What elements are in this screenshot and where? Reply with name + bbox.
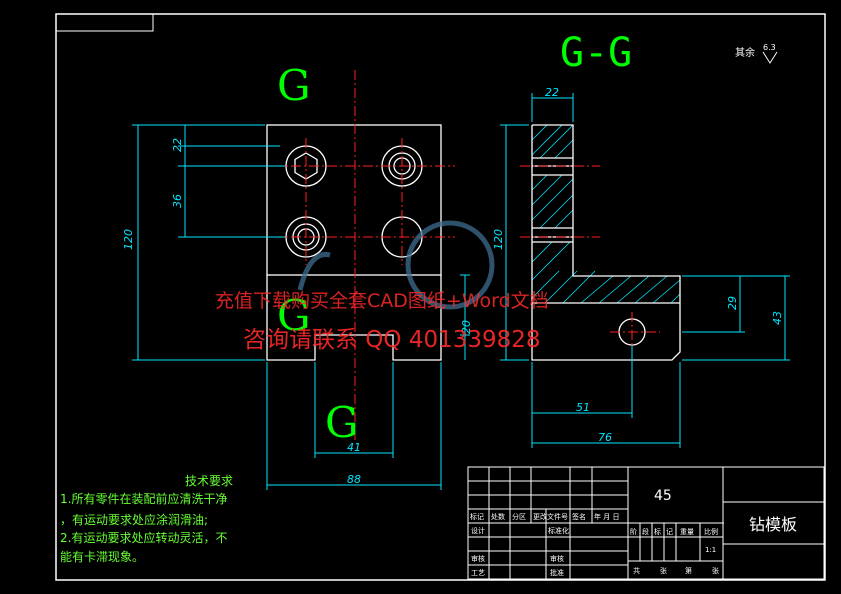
- tb-standard-label: 标准化: [548, 526, 569, 535]
- side-centerlines: [520, 165, 660, 352]
- title-block-lines: [467, 466, 825, 580]
- tb-audit-label: 审核: [550, 554, 564, 563]
- tb-sheet-no: 第: [685, 566, 692, 575]
- surface-finish-icon: [762, 51, 778, 64]
- dim-side-hole-offset: 51: [576, 401, 590, 414]
- side-view-hatch: [531, 124, 681, 304]
- section-mark-bottom: G: [325, 398, 359, 447]
- dim-side-length: 76: [598, 431, 612, 444]
- dim-front-hole-pitch: 36: [171, 194, 184, 208]
- tb-scale-label: 比例: [704, 527, 718, 536]
- tb-sheet-unit2: 张: [712, 566, 719, 575]
- tb-sheet-unit1: 张: [660, 566, 667, 575]
- dim-front-slot-depth: 20: [460, 320, 473, 334]
- section-label-gg: G-G: [560, 30, 632, 76]
- side-dimensions: [500, 93, 790, 448]
- section-mark-mid: G: [277, 291, 311, 340]
- sheet-border: [55, 13, 826, 581]
- tb-header-mark: 标记: [470, 512, 484, 521]
- tb-process-label: 工艺: [471, 569, 485, 577]
- tech-req-line1: 1.所有零件在装配前应清洗干净: [60, 491, 227, 506]
- tb-stage-3: 标: [654, 527, 661, 536]
- watermark-line1: 充值下载购买全套CAD图纸+Word文档: [215, 290, 549, 312]
- surface-finish-label: 其余: [735, 46, 755, 59]
- dim-front-width: 88: [347, 473, 361, 486]
- dim-front-height: 120: [122, 229, 135, 250]
- dim-side-base-height: 43: [771, 311, 784, 325]
- tech-req-heading: 技术要求: [185, 474, 233, 488]
- front-centerlines: [255, 70, 455, 440]
- tb-header-count: 处数: [491, 512, 505, 521]
- material-value: 45: [654, 488, 672, 504]
- tb-stage-1: 阶: [630, 527, 637, 536]
- surface-finish-value: 6.3: [763, 43, 776, 52]
- tb-header-doc: 更改文件号: [533, 512, 568, 521]
- tech-req-line3: 2.有运动要求处应转动灵活，不: [60, 530, 227, 545]
- tb-design-label: 设计: [471, 526, 485, 535]
- tb-header-sign: 签名: [572, 512, 586, 521]
- tb-weight-label: 重量: [680, 528, 694, 536]
- watermark-line2: 咨询请联系 QQ 401339828: [243, 327, 541, 353]
- tb-approve-label: 批准: [550, 568, 564, 577]
- side-view: [531, 124, 681, 361]
- dim-front-slot-width: 41: [347, 441, 361, 454]
- section-mark-top: G: [277, 61, 311, 110]
- watermark-logo: [297, 220, 495, 310]
- front-dimensions: [132, 124, 470, 490]
- part-name: 钻模板: [749, 515, 797, 534]
- dim-front-hole-top: 22: [171, 138, 184, 152]
- tech-req-line4: 能有卡滞现象。: [60, 550, 144, 564]
- tb-sheet-total: 共: [633, 566, 640, 575]
- top-left-tab: [56, 14, 154, 32]
- tb-header-date: 年 月 日: [594, 512, 619, 521]
- scale-value: 1:1: [705, 546, 716, 554]
- dim-side-thickness: 22: [545, 86, 559, 99]
- dim-side-height: 120: [492, 229, 505, 250]
- tb-stage-2: 段: [642, 527, 649, 536]
- tech-req-line2: ，有运动要求处应涂润滑油;: [60, 512, 208, 527]
- tb-stage-4: 记: [666, 528, 673, 536]
- tb-header-zone: 分区: [512, 512, 526, 521]
- tb-check-label: 审核: [471, 554, 485, 563]
- dim-side-hole-height: 29: [726, 296, 739, 310]
